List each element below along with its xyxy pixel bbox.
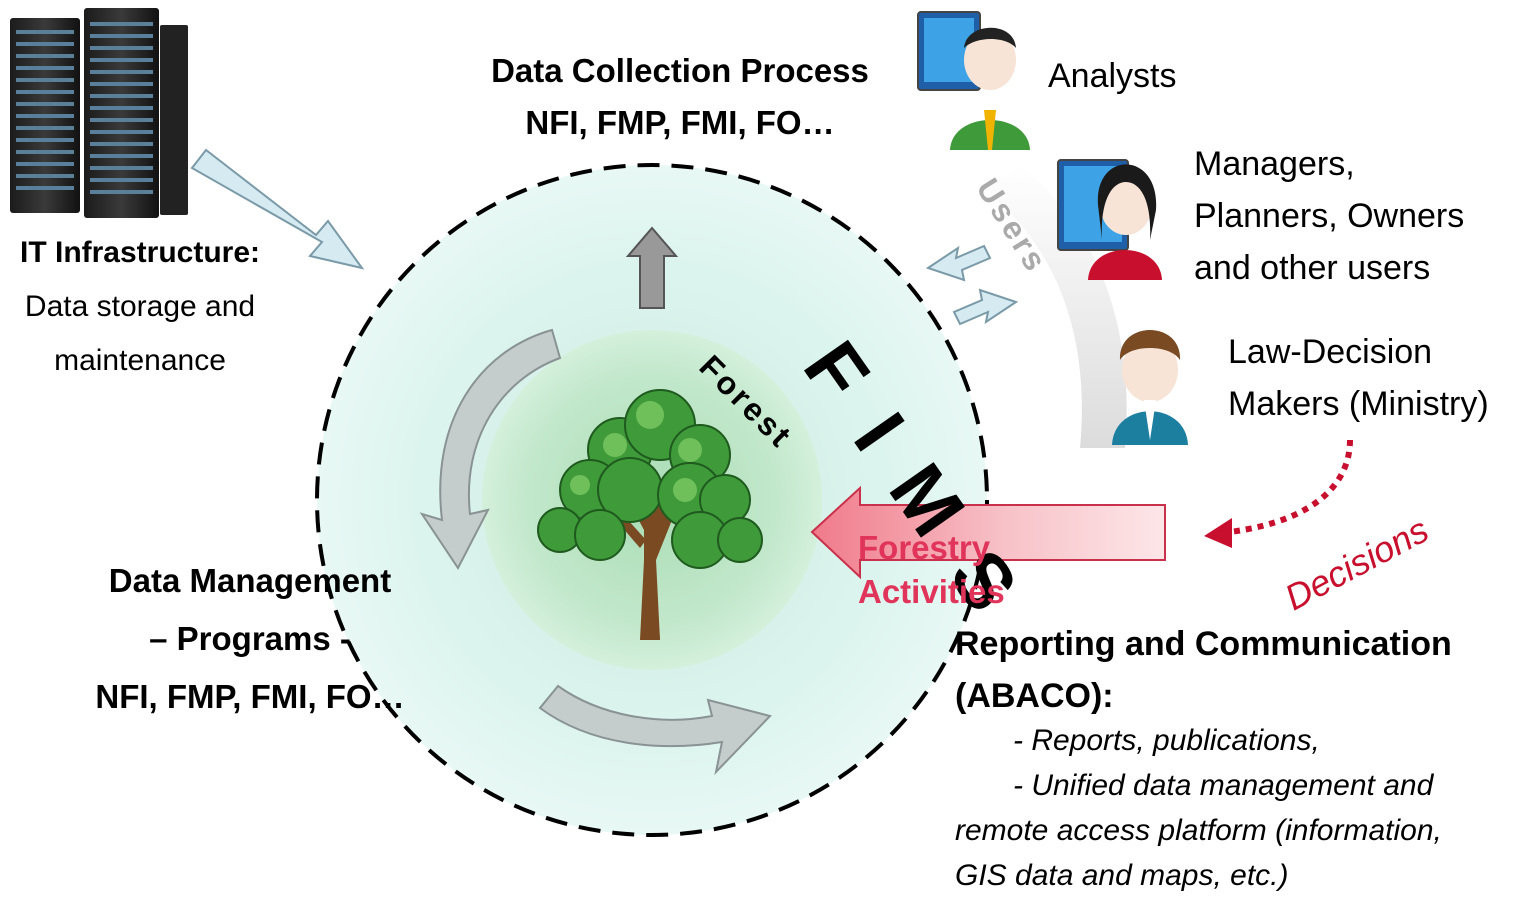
it-infrastructure-line2: maintenance bbox=[54, 344, 226, 377]
it-infrastructure-title: IT Infrastructure: bbox=[19, 236, 261, 269]
data-management-subtitle: – Programs - bbox=[149, 620, 351, 657]
fims-dashed-border bbox=[315, 163, 989, 837]
managers-line2: Planners, Owners bbox=[1194, 197, 1465, 235]
data-management-block: Data Management – Programs - NFI, FMP, F… bbox=[60, 552, 440, 726]
analysts-label: Analysts bbox=[1048, 57, 1177, 95]
reporting-title: Reporting and Communication bbox=[955, 625, 1452, 663]
analyst-avatar-icon bbox=[917, 11, 1030, 150]
it-infrastructure-line1: Data storage and bbox=[24, 290, 256, 323]
reporting-block: Reporting and Communication (ABACO): bbox=[955, 618, 1452, 722]
forestry-label-line2: Activities bbox=[858, 573, 1005, 610]
managers-line1: Managers, bbox=[1194, 145, 1355, 183]
reporting-subtitle: (ABACO): bbox=[955, 677, 1114, 715]
managers-line3: and other users bbox=[1194, 249, 1431, 287]
arrow-up-collection bbox=[625, 226, 679, 309]
reporting-item-platform-cont: remote access platform (information, bbox=[955, 814, 1442, 847]
arrow-users-to-fims bbox=[925, 244, 992, 282]
data-management-programs: NFI, FMP, FMI, FO… bbox=[95, 678, 405, 715]
arrow-decisions bbox=[1204, 439, 1353, 548]
arrow-fims-to-users bbox=[952, 288, 1019, 326]
forestry-activities-label: Forestry Activities bbox=[858, 526, 1005, 614]
law-maker-avatar-icon bbox=[1112, 330, 1188, 445]
reporting-item-gis: GIS data and maps, etc.) bbox=[955, 859, 1289, 892]
arrow-forestry-activities bbox=[810, 485, 1166, 580]
managers-label: Managers, Planners, Owners and other use… bbox=[1194, 138, 1464, 294]
arrow-curve-bottom bbox=[538, 684, 772, 776]
data-management-title: Data Management bbox=[108, 562, 392, 599]
reporting-items: - Reports, publications, - Unified data … bbox=[955, 718, 1525, 898]
reporting-item-reports: - Reports, publications, bbox=[1013, 724, 1320, 757]
data-collection-block: Data Collection Process NFI, FMP, FMI, F… bbox=[460, 45, 900, 149]
law-makers-line2: Makers (Ministry) bbox=[1228, 385, 1489, 423]
data-collection-programs: NFI, FMP, FMI, FO… bbox=[525, 104, 835, 141]
law-makers-line1: Law-Decision bbox=[1228, 333, 1433, 371]
tree-icon bbox=[537, 389, 763, 640]
forestry-label-line1: Forestry bbox=[858, 529, 991, 566]
reporting-item-platform: - Unified data management and bbox=[1013, 769, 1434, 802]
law-makers-label: Law-Decision Makers (Ministry) bbox=[1228, 326, 1489, 430]
arrow-curve-left bbox=[419, 328, 562, 570]
arrow-it-to-fims bbox=[190, 148, 365, 270]
users-arc bbox=[985, 165, 1127, 448]
it-infrastructure-block: IT Infrastructure: Data storage and main… bbox=[0, 226, 280, 388]
server-icon bbox=[10, 8, 188, 218]
data-collection-title: Data Collection Process bbox=[491, 52, 869, 89]
manager-avatar-icon bbox=[1057, 159, 1162, 280]
